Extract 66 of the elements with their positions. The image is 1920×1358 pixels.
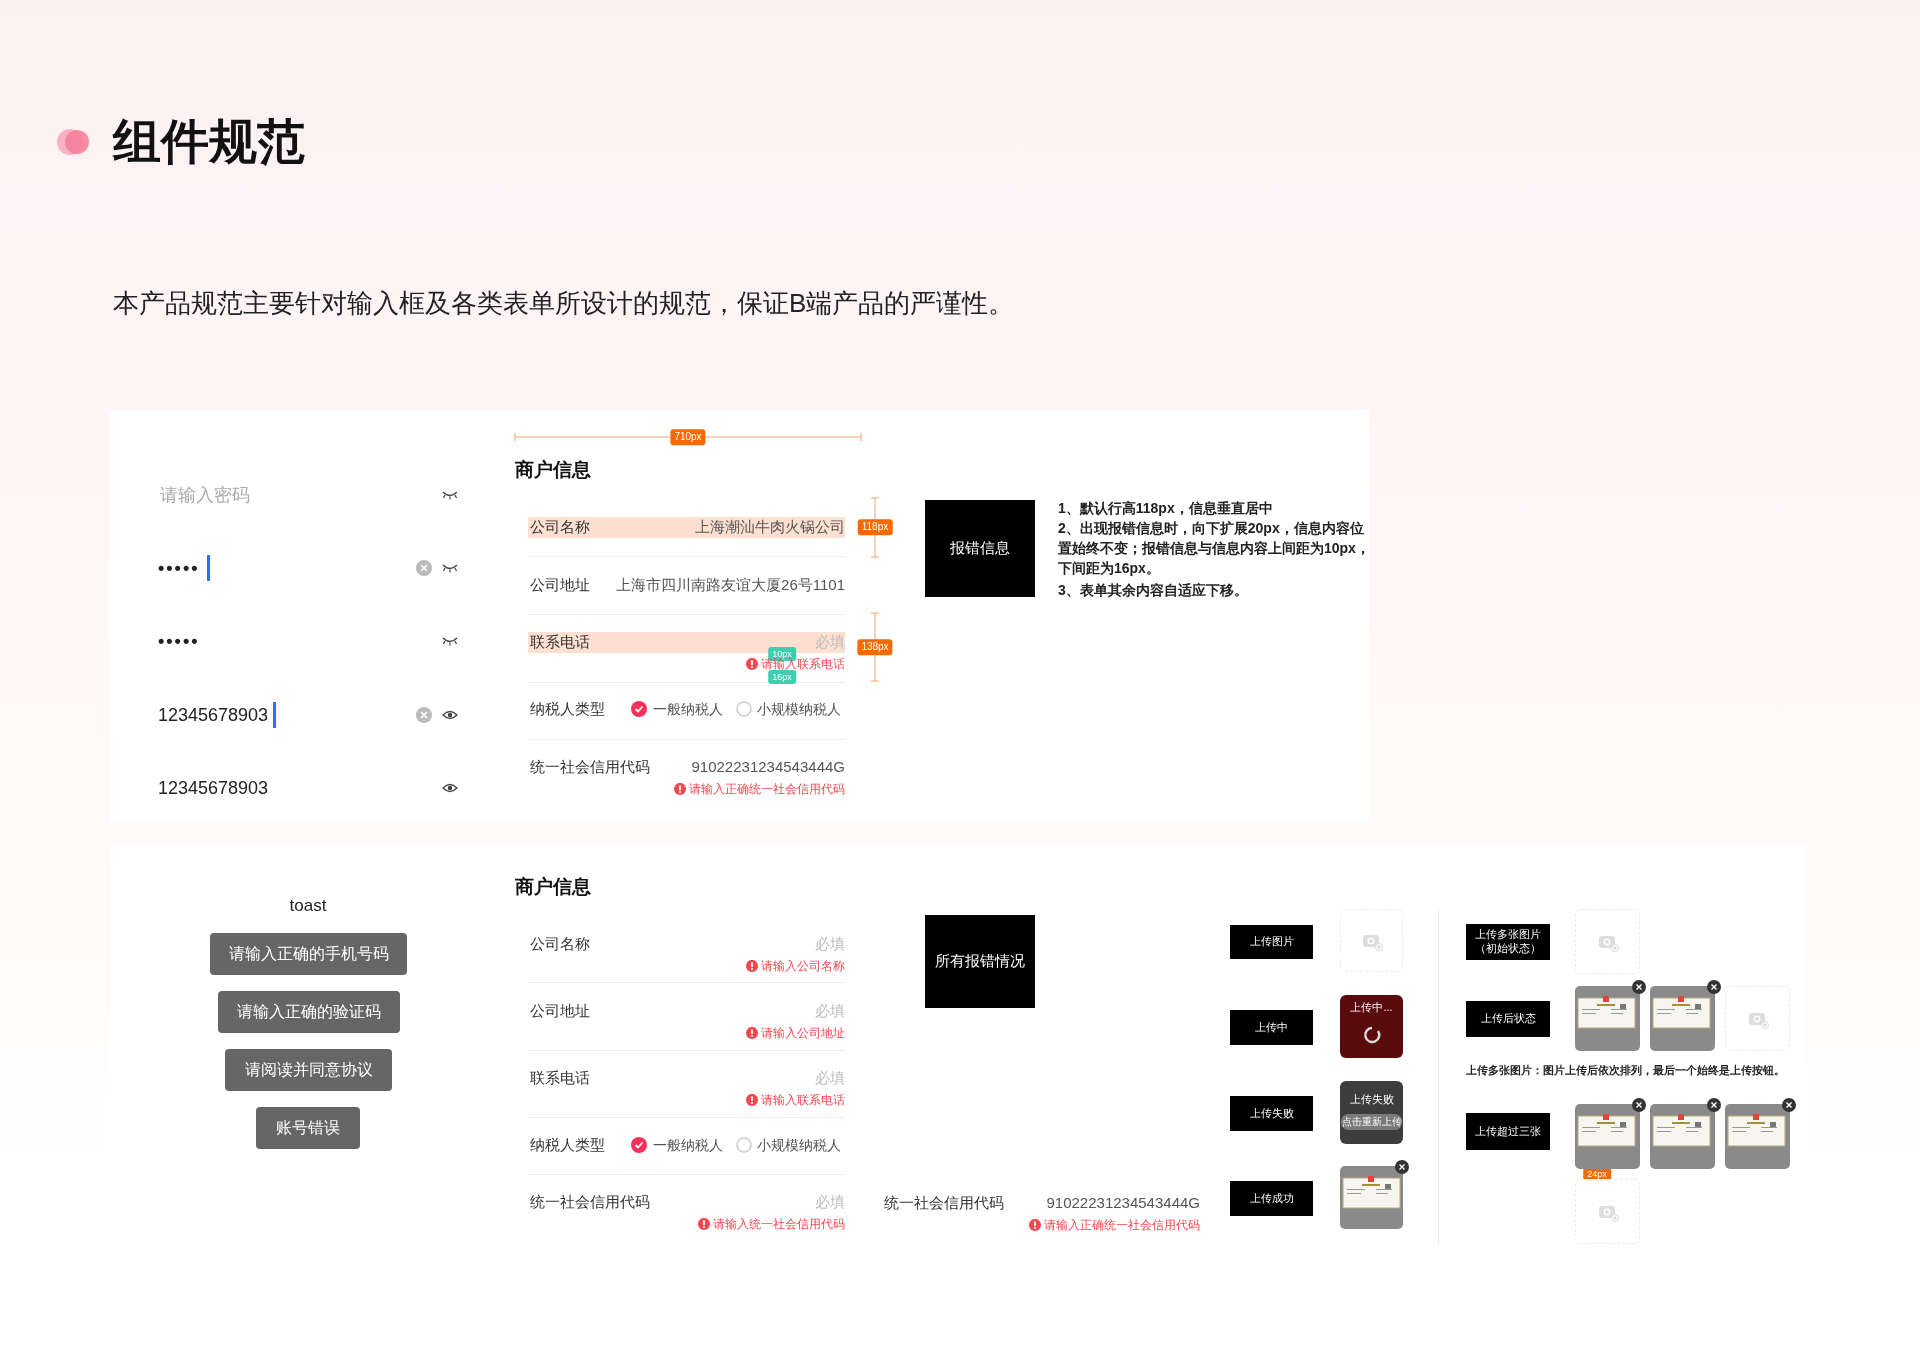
error-message: 请输入正确统一社会信用代码 — [689, 780, 845, 798]
dimension-label: 710px — [670, 429, 706, 445]
retry-button: 点击重新上传 — [1341, 1114, 1402, 1130]
field-label: 公司地址 — [530, 1000, 590, 1021]
field-value: 上海潮汕牛肉火锅公司 — [695, 516, 845, 537]
label-box: 上传超过三张 — [1466, 1113, 1550, 1150]
label-box: 上传成功 — [1230, 1181, 1313, 1216]
field-label: 纳税人类型 — [530, 1134, 605, 1155]
section-heading: 商户信息 — [515, 875, 591, 900]
toast-message: 请阅读并同意协议 — [225, 1049, 392, 1091]
field-value: 上海市四川南路友谊大厦26号1101 — [616, 574, 845, 595]
password-dots: ••••• — [158, 629, 200, 653]
label-box: 所有报错情况 — [925, 915, 1035, 1008]
field-value: 91022231234543444G — [1046, 1192, 1200, 1213]
field-label: 统一社会信用代码 — [884, 1192, 1004, 1213]
error-message: 请输入正确统一社会信用代码 — [1044, 1216, 1200, 1234]
password-dots: ••••• — [158, 556, 200, 580]
toast-message: 账号错误 — [256, 1107, 360, 1149]
page-title: 组件规范 — [113, 114, 305, 170]
note-text: 3、表单其余内容自适应下移。 — [1058, 581, 1249, 600]
note-text: 2、出现报错信息时，向下扩展20px，信息内容位置始终不变；报错信息与信息内容上间距为10px，下间距为16px。 — [1058, 519, 1370, 578]
label-box: 上传多张图片（初始状态） — [1466, 924, 1550, 960]
dimension-label: 118px — [857, 519, 893, 535]
field-label: 公司名称 — [530, 933, 590, 954]
toast-message: 请输入正确的验证码 — [218, 991, 400, 1033]
placeholder-text: 必填 — [815, 933, 845, 954]
status-text: 上传中... — [1349, 1000, 1394, 1015]
option-label: 小规模纳税人 — [757, 1135, 841, 1155]
note-text: 1、默认行高118px，信息垂直居中 — [1058, 499, 1274, 518]
option-label: 一般纳税人 — [653, 699, 723, 719]
label-box: 上传中 — [1230, 1010, 1313, 1045]
label-box: 报错信息 — [925, 500, 1035, 597]
field-label: 联系电话 — [530, 631, 590, 652]
placeholder-text: 必填 — [815, 1000, 845, 1021]
field-label: 公司名称 — [530, 516, 590, 537]
dimension-label: 138px — [857, 639, 893, 655]
placeholder-text: 必填 — [815, 631, 845, 652]
dimension-label: 16px — [768, 669, 796, 685]
error-message: 请输入公司名称 — [761, 957, 845, 975]
placeholder-text: 请输入密码 — [160, 483, 250, 507]
error-message: 请输入公司地址 — [761, 1024, 845, 1042]
option-label: 一般纳税人 — [653, 1135, 723, 1155]
section-heading: 商户信息 — [515, 458, 591, 483]
page-subtitle: 本产品规范主要针对输入框及各类表单所设计的规范，保证B端产品的严谨性。 — [113, 286, 1015, 320]
note-text: 上传多张图片：图片上传后依次排列，最后一个始终是上传按钮。 — [1466, 1062, 1785, 1078]
label-box: 上传图片 — [1230, 925, 1313, 959]
label-box: 上传失败 — [1230, 1096, 1313, 1131]
field-label: 联系电话 — [530, 1067, 590, 1088]
toast-message: 请输入正确的手机号码 — [210, 933, 407, 975]
input-text: 12345678903 — [158, 703, 269, 727]
option-label: 小规模纳税人 — [757, 699, 841, 719]
input-text: 12345678903 — [158, 776, 269, 800]
label-box: 上传后状态 — [1466, 1001, 1550, 1037]
error-message: 请输入联系电话 — [761, 1091, 845, 1109]
heading-text: toast — [289, 894, 327, 917]
field-label: 纳税人类型 — [530, 698, 605, 719]
field-label: 统一社会信用代码 — [530, 756, 650, 777]
upload-thumbnail — [1340, 995, 1403, 1058]
placeholder-text: 必填 — [815, 1067, 845, 1088]
field-label: 公司地址 — [530, 574, 590, 595]
field-label: 统一社会信用代码 — [530, 1191, 650, 1212]
upload-thumbnail — [1340, 1081, 1403, 1144]
field-value: 91022231234543444G — [691, 756, 845, 777]
placeholder-text: 必填 — [815, 1191, 845, 1212]
error-message: 请输入统一社会信用代码 — [713, 1215, 845, 1233]
status-text: 上传失败 — [1348, 1092, 1395, 1107]
